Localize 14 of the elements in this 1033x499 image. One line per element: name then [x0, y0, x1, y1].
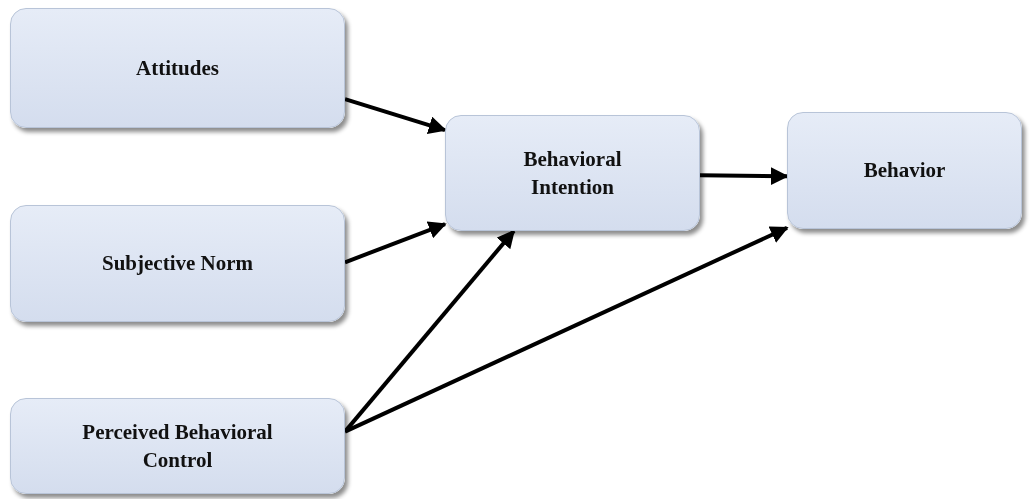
node-label: Behavior [863, 157, 946, 185]
arrow [699, 167, 789, 186]
arrow [344, 97, 447, 134]
process-box [787, 112, 1022, 229]
process-box [445, 115, 700, 231]
node-label: Attitudes [136, 54, 219, 82]
node-label: Subjective Norm [101, 250, 254, 278]
arrow [344, 221, 447, 265]
process-box [10, 205, 345, 322]
process-box [10, 8, 345, 128]
process-box [10, 398, 345, 494]
node-label: Behavioral Intention [522, 145, 623, 201]
node-label: Perceived Behavioral Control [81, 418, 274, 474]
arrow [344, 226, 789, 434]
